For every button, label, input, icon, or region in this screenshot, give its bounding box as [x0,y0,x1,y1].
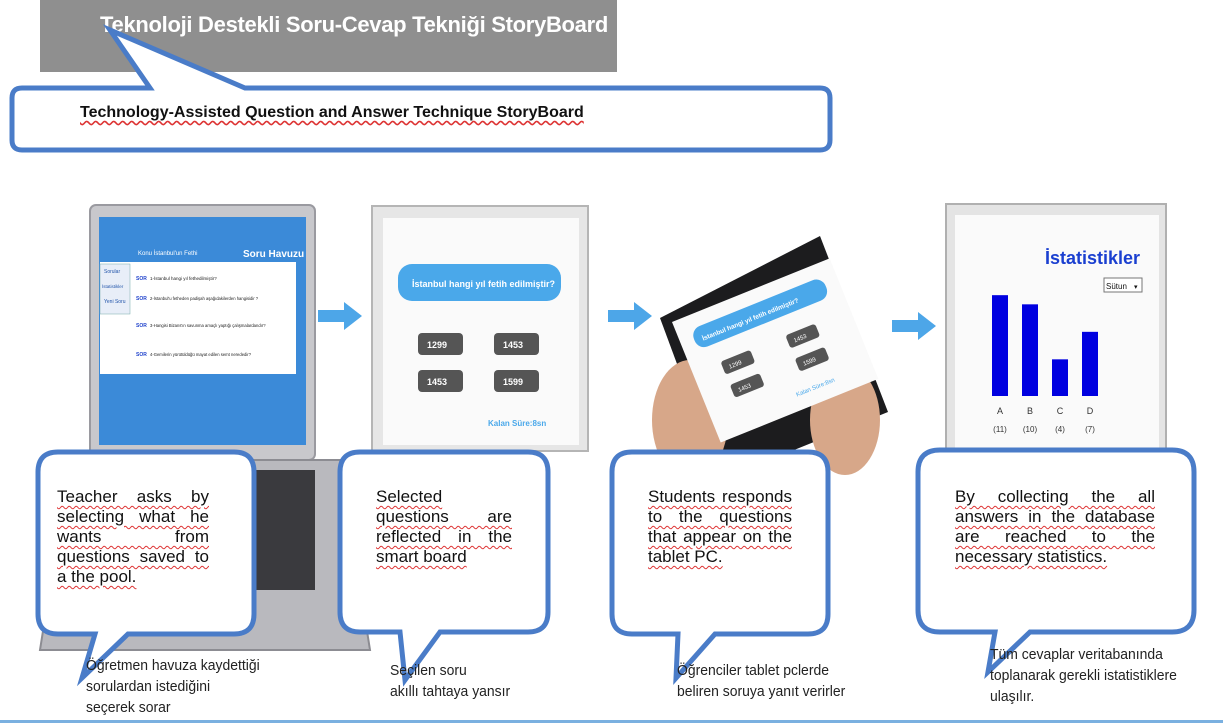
statistics-window: İstatistikler Sütun ▾ [945,203,1167,459]
question-icon-3: SOR [136,323,147,329]
smart-board: İstanbul hangi yıl fetih edilmiştir? 129… [371,205,589,452]
count-label-B: (10) [1023,425,1038,434]
laptop-question-2: 2-İstanbul'u fetheden padişah aşağıdakil… [150,296,259,301]
english-title: Technology-Assisted Question and Answer … [80,104,584,121]
arrow-1-icon [318,302,362,330]
board-question: İstanbul hangi yıl fetih edilmiştir? [412,279,555,289]
board-option-4: 1599 [503,377,523,387]
tablet-option-2: 1453 [793,334,808,345]
laptop-question-3: 3-Hangisi Bizans'ın savunma amaçlı yaptı… [150,323,266,328]
tick-label-B: B [1027,406,1033,416]
board-option-3: 1453 [427,377,447,387]
speech-bubble-4 [915,447,1197,680]
board-option-1: 1299 [427,340,447,350]
speech-bubble-2 [337,449,551,687]
tablet-option-3: 1453 [738,383,753,394]
board-timer: Kalan Süre:8sn [488,419,546,428]
count-label-C: (4) [1055,425,1065,434]
bubble-4-text: By collecting the all answers in the dat… [955,487,1155,566]
laptop-tab-3: Yeni Soru [104,299,126,305]
tablet-screen: İstanbul hangi yıl fetih edilmiştir? 129… [672,258,879,443]
laptop-tab-2: İstatistikler [102,283,124,289]
tick-label-D: D [1087,406,1094,416]
statistics-bar-chart: A (11) B (10) C (4) D (7) [992,295,1098,434]
title-callout-bubble [9,24,833,153]
speech-bubble-1 [35,449,257,687]
question-icon-2: SOR [136,296,147,302]
tick-label-A: A [997,406,1003,416]
count-label-A: (11) [993,425,1007,434]
laptop-header-right: Soru Havuzu [243,249,304,260]
bar-C [1052,359,1068,396]
arrow-2-icon [608,302,652,330]
bubble-1-text: Teacher asks by selecting what he wants … [57,487,209,586]
laptop-tab-1: Sorular [104,269,120,275]
count-label-D: (7) [1085,425,1095,434]
laptop-question-1: 1-İstanbul hangi yıl fethedilmiştir? [150,275,217,281]
laptop-question-4: 4-Gemilerin yürütüldüğü mayat edilen sem… [150,352,252,357]
speech-bubble-3 [609,449,831,685]
bar-D [1082,331,1098,396]
question-icon-4: SOR [136,352,147,358]
bar-B [1022,304,1038,396]
bottom-divider [0,720,1223,723]
tablet-option-4: 1599 [802,357,817,368]
tick-label-C: C [1057,406,1064,416]
bar-A [992,295,1008,396]
chevron-down-icon: ▾ [1134,284,1138,291]
chart-type-select: Sütun [1106,282,1127,291]
bubble-3-text: Students responds to the questions that … [648,487,792,566]
arrow-3-icon [892,312,936,340]
bubble-2-text: Selected questions are reflected in the … [376,487,512,566]
laptop-screen: Konu İstanbul'un Fethi Soru Havuzu Sorul… [99,249,304,374]
question-icon-1: SOR [136,276,147,282]
board-option-2: 1453 [503,340,523,350]
tablet-option-1: 1299 [728,360,743,371]
statistics-title: İstatistikler [1045,248,1140,268]
laptop-header-left: Konu İstanbul'un Fethi [138,250,198,257]
turkish-title: Teknoloji Destekli Soru-Cevap Tekniği St… [100,12,609,37]
